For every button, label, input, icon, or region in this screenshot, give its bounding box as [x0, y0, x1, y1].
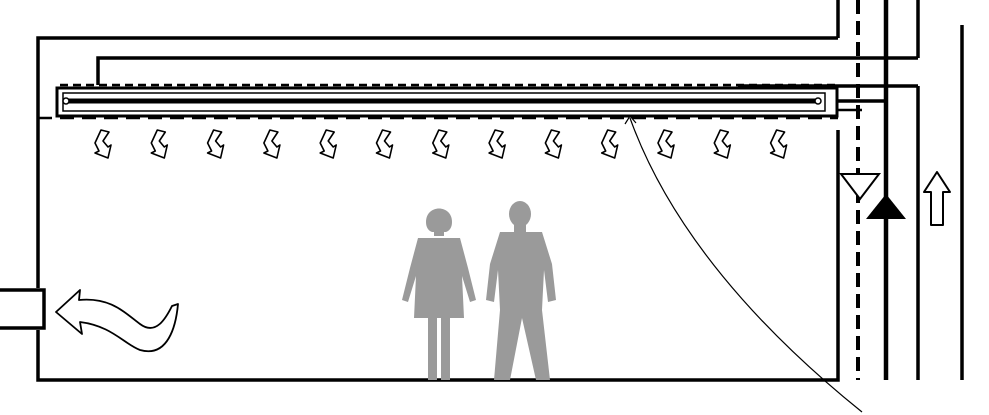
room-outline — [36, 36, 840, 382]
downward-flow-arrow — [600, 129, 619, 159]
ceiling-duct — [96, 56, 918, 88]
downward-flow-arrows — [94, 129, 788, 159]
downward-flow-arrow — [375, 129, 394, 159]
downward-flow-arrow — [432, 129, 450, 159]
downward-flow-arrow — [94, 129, 112, 159]
up-hollow-arrow — [923, 171, 951, 226]
up-triangle-marker — [866, 194, 906, 219]
leader-line — [624, 114, 863, 413]
downward-flow-arrow — [488, 129, 506, 159]
exhaust-flow-arrow — [55, 289, 179, 353]
woman-figure — [402, 208, 476, 380]
downward-flow-arrow — [263, 129, 281, 159]
downward-flow-arrow — [544, 129, 563, 159]
man-figure — [486, 201, 556, 380]
downward-flow-arrow — [319, 129, 337, 159]
downward-flow-arrow — [206, 129, 225, 159]
pipes — [836, 0, 964, 380]
downward-flow-arrow — [713, 129, 732, 159]
down-triangle-marker — [838, 173, 882, 201]
downward-flow-arrow — [657, 129, 675, 159]
downward-flow-arrow — [769, 129, 788, 159]
ceiling-radiant-panel — [55, 83, 888, 118]
exhaust-outlet — [0, 288, 46, 330]
downward-flow-arrow — [150, 129, 169, 159]
